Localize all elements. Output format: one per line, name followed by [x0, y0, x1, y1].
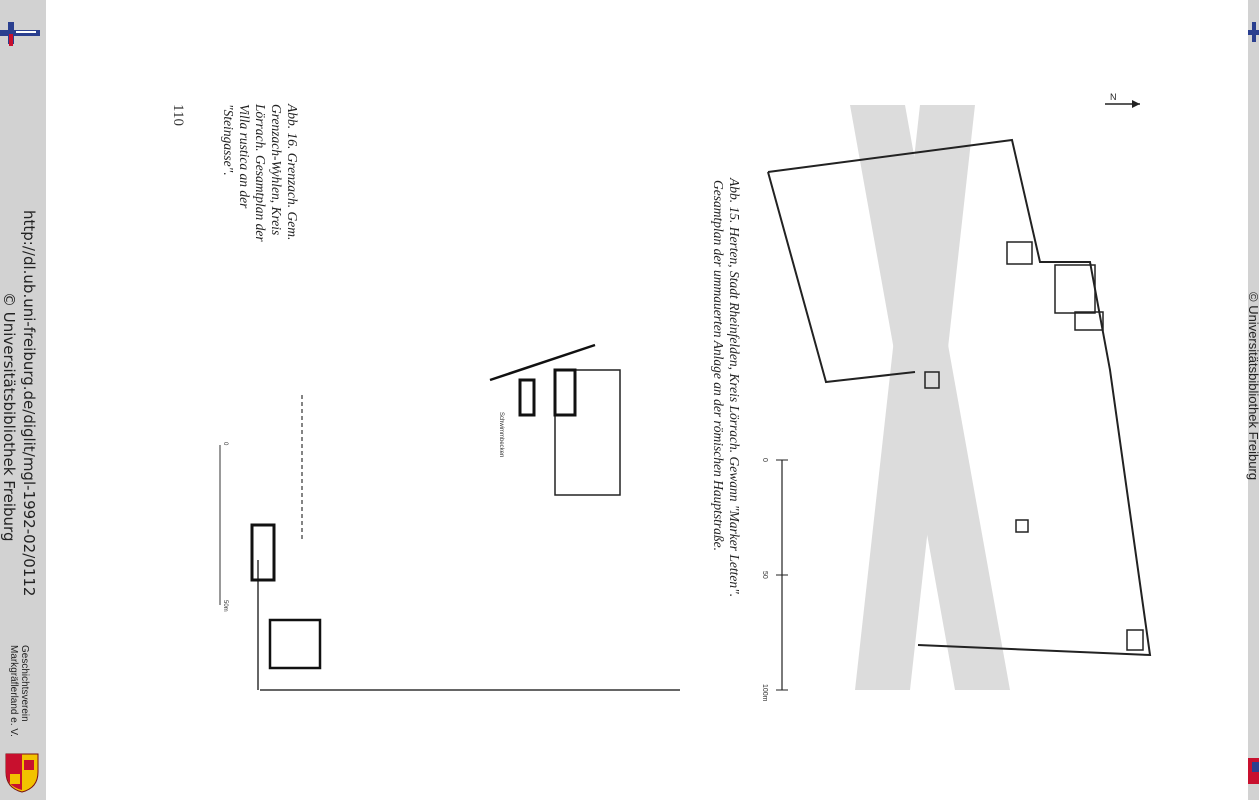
building-3 — [1074, 311, 1104, 331]
building-1 — [1006, 241, 1033, 265]
enclosure-wall-west — [767, 171, 916, 384]
page-number: 110 — [170, 104, 186, 126]
figure16-caption-line4: Villa rustica an der — [237, 104, 252, 209]
right-strip-text: © Universitätsbibliothek Freiburg — [1246, 292, 1259, 481]
figure16-caption-line1: Abb. 16. Grenzach. Gem. — [285, 104, 300, 241]
scale16-label-0: 0 — [222, 442, 228, 446]
figure15-plan: N — [767, 92, 1152, 691]
building-2 — [1054, 264, 1096, 314]
plan-label: Schwimmbecken — [498, 412, 504, 457]
figure16-plan: Schwimmbecken 0 50m — [219, 343, 680, 691]
coat-of-arms-icon — [5, 753, 39, 793]
right-viewer-strip: © Universitätsbibliothek Freiburg — [1246, 0, 1259, 800]
north-arrow-head — [1132, 100, 1140, 108]
flag-icon — [0, 22, 40, 46]
building-6 — [1126, 629, 1144, 651]
north-label: N — [1110, 92, 1117, 102]
bath-building — [554, 369, 621, 496]
figure15-caption: Abb. 15. Herten, Stadt Rheinfelden, Krei… — [710, 178, 742, 597]
villa-building-south — [268, 618, 322, 670]
scale16-label-50: 50m — [222, 600, 228, 612]
publisher-line2: Markgräflerland e. V. — [8, 645, 19, 737]
bath-wall — [489, 343, 596, 382]
building-4 — [924, 371, 940, 389]
figure16-caption: Abb. 16. Grenzach. Gem. Grenzach-Wyhlen,… — [220, 104, 300, 242]
figure16-caption-line5: "Steingasse". — [221, 104, 236, 176]
bath-pool — [518, 378, 536, 417]
enclosure-wall — [767, 138, 1152, 657]
flag-icon-right — [1248, 22, 1259, 42]
figure16-caption-line2: Grenzach-Wyhlen, Kreis — [269, 104, 284, 236]
figure15-caption-line2: Gesamtplan der ummauerten Anlage an der … — [711, 180, 726, 551]
villa-main-building — [250, 523, 276, 582]
figure15-caption-line1: Abb. 15. Herten, Stadt Rheinfelden, Krei… — [727, 178, 742, 598]
publisher-line1: Geschichtsverein — [19, 645, 30, 722]
scale15-label-50: 50 — [761, 571, 768, 579]
road-band-2 — [855, 105, 975, 690]
bath-rooms — [553, 368, 577, 417]
url-text[interactable]: http://dl.ub.uni-freiburg.de/diglit/mgl-… — [20, 210, 38, 597]
building-5 — [1015, 519, 1029, 533]
scale15-label-100: 100m — [761, 684, 768, 702]
publisher-text: Geschichtsverein Markgräflerland e. V. — [8, 645, 30, 737]
coat-of-arms-icon-right — [1248, 758, 1259, 784]
figure16-caption-line3: Lörrach. Gesamtplan der — [253, 104, 268, 242]
scale15-label-0: 0 — [761, 458, 768, 462]
copyright-text: © Universitätsbibliothek Freiburg — [0, 292, 18, 542]
left-viewer-strip: http://dl.ub.uni-freiburg.de/diglit/mgl-… — [0, 0, 46, 800]
